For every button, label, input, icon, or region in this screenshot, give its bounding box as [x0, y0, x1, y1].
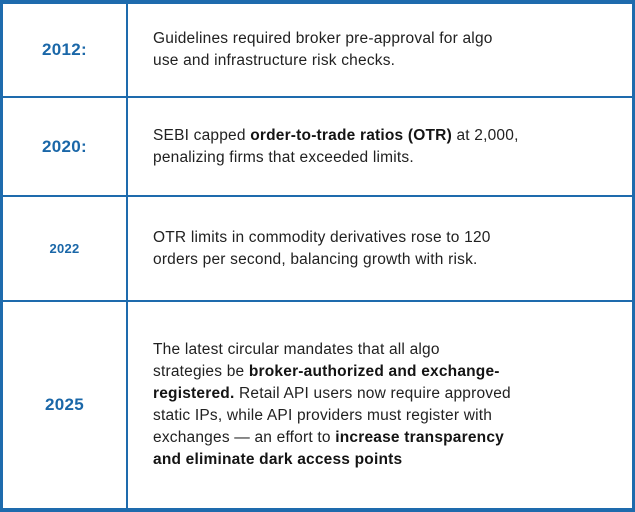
year-cell: 2022 [3, 197, 128, 300]
description-cell: SEBI capped order-to-trade ratios (OTR) … [128, 98, 632, 195]
description-cell: OTR limits in commodity derivatives rose… [128, 197, 632, 300]
year-cell: 2020: [3, 98, 128, 195]
year-label: 2020: [42, 136, 87, 156]
description-text: Guidelines required broker pre-approval … [153, 30, 493, 69]
year-cell: 2025 [3, 302, 128, 508]
timeline-row-2022: 2022 OTR limits in commodity derivatives… [3, 195, 632, 300]
description-cell: Guidelines required broker pre-approval … [128, 4, 632, 96]
timeline-row-2020: 2020: SEBI capped order-to-trade ratios … [3, 96, 632, 195]
description-text: OTR limits in commodity derivatives rose… [153, 228, 491, 268]
year-label: 2022 [49, 241, 80, 256]
year-cell: 2012: [3, 4, 128, 96]
description-cell: The latest circular mandates that all al… [128, 302, 632, 508]
description-text: The latest circular mandates that all al… [153, 341, 511, 468]
year-label: 2012: [42, 40, 87, 59]
timeline-row-2025: 2025 The latest circular mandates that a… [3, 300, 632, 508]
description-text: SEBI capped order-to-trade ratios (OTR) … [153, 126, 519, 166]
timeline-row-2012: 2012: Guidelines required broker pre-app… [3, 4, 632, 96]
year-label: 2025 [44, 395, 85, 414]
